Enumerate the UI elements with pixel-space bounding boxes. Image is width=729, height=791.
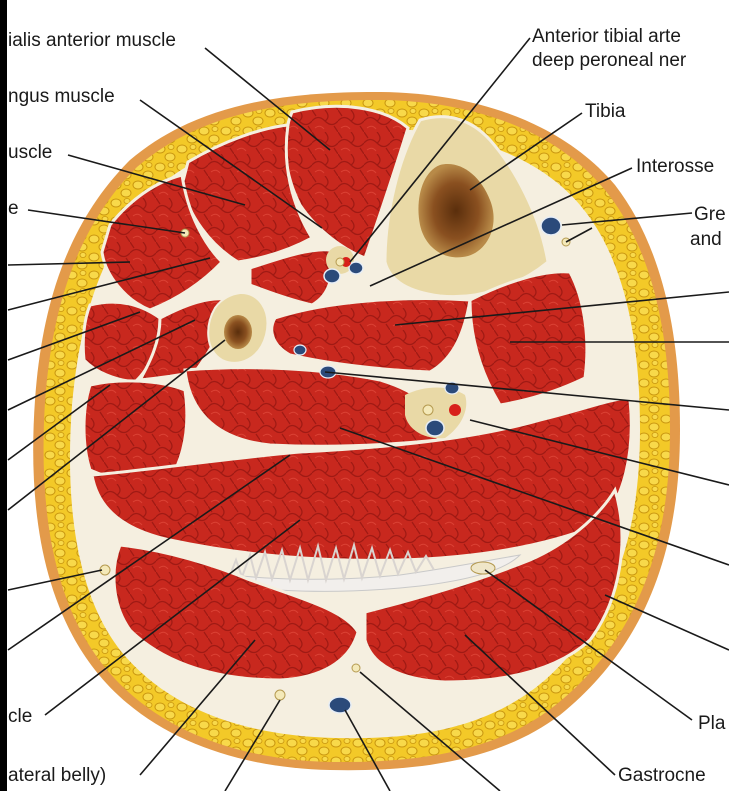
plantaris-tendon xyxy=(471,562,495,574)
fibula-marrow xyxy=(224,315,252,349)
label-interosseous: Interosse xyxy=(636,156,714,178)
label-extensor-digitorum-longus: ngus muscle xyxy=(8,86,115,108)
label-e-left: e xyxy=(8,198,19,220)
label-tibialis-anterior: ialis anterior muscle xyxy=(8,30,176,52)
label-gastrocnemius: Gastrocne xyxy=(618,765,706,787)
label-lateral-belly: ateral belly) xyxy=(8,765,106,787)
label-plantaris: Pla xyxy=(698,713,725,735)
label-anterior-tibial-line2: deep peroneal ner xyxy=(532,50,686,72)
label-muscle-left: uscle xyxy=(8,142,52,164)
nerve-icon xyxy=(336,258,344,266)
label-tibia: Tibia xyxy=(585,101,625,123)
label-great-saphenous-line2: and xyxy=(690,229,722,251)
vessel-icon xyxy=(324,269,340,283)
label-great-saphenous-line1: Gre xyxy=(694,204,726,226)
label-cle: cle xyxy=(8,706,32,728)
label-anterior-tibial-line1: Anterior tibial arte xyxy=(532,26,681,48)
